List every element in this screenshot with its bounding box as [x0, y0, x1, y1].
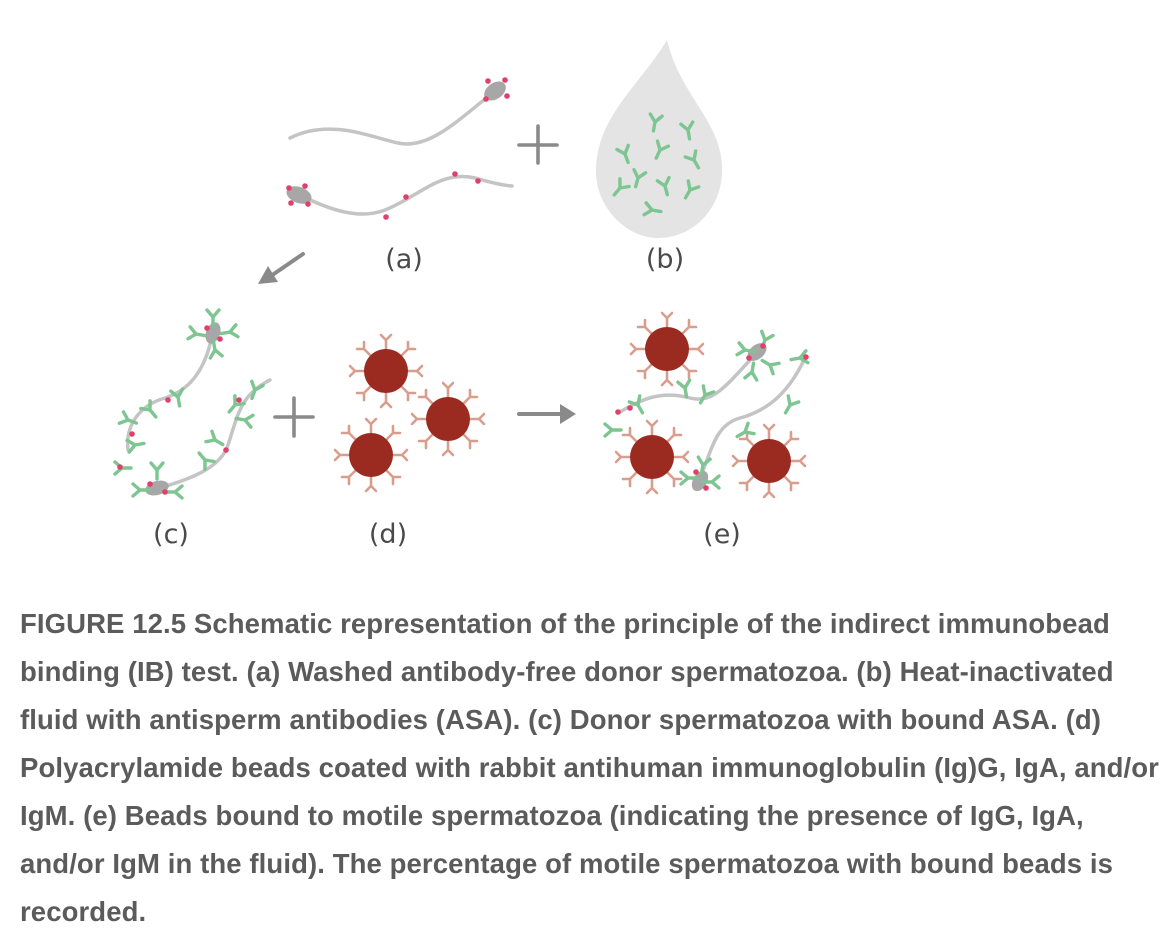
figure-caption: FIGURE 12.5 Schematic representation of … — [20, 608, 1159, 927]
label-a: (a) — [385, 244, 423, 275]
panel-b-antibody-fluid — [595, 40, 723, 238]
arrow-down-left-icon — [258, 252, 305, 284]
label-c: (c) — [153, 519, 189, 550]
plus-sign-bottom — [273, 396, 315, 438]
plus-sign-top — [517, 124, 559, 165]
panel-c-sperm-with-asa — [113, 308, 272, 500]
label-d: (d) — [369, 519, 407, 550]
label-e: (e) — [703, 519, 741, 550]
label-b: (b) — [646, 244, 684, 275]
immunobead-diagram: (a) (b) — [113, 40, 810, 550]
panel-d-coated-beads — [333, 333, 486, 493]
panel-e-beads-bound-sperm — [603, 311, 810, 499]
arrow-right-icon — [517, 404, 576, 424]
panel-a-spermatozoa — [286, 77, 514, 220]
